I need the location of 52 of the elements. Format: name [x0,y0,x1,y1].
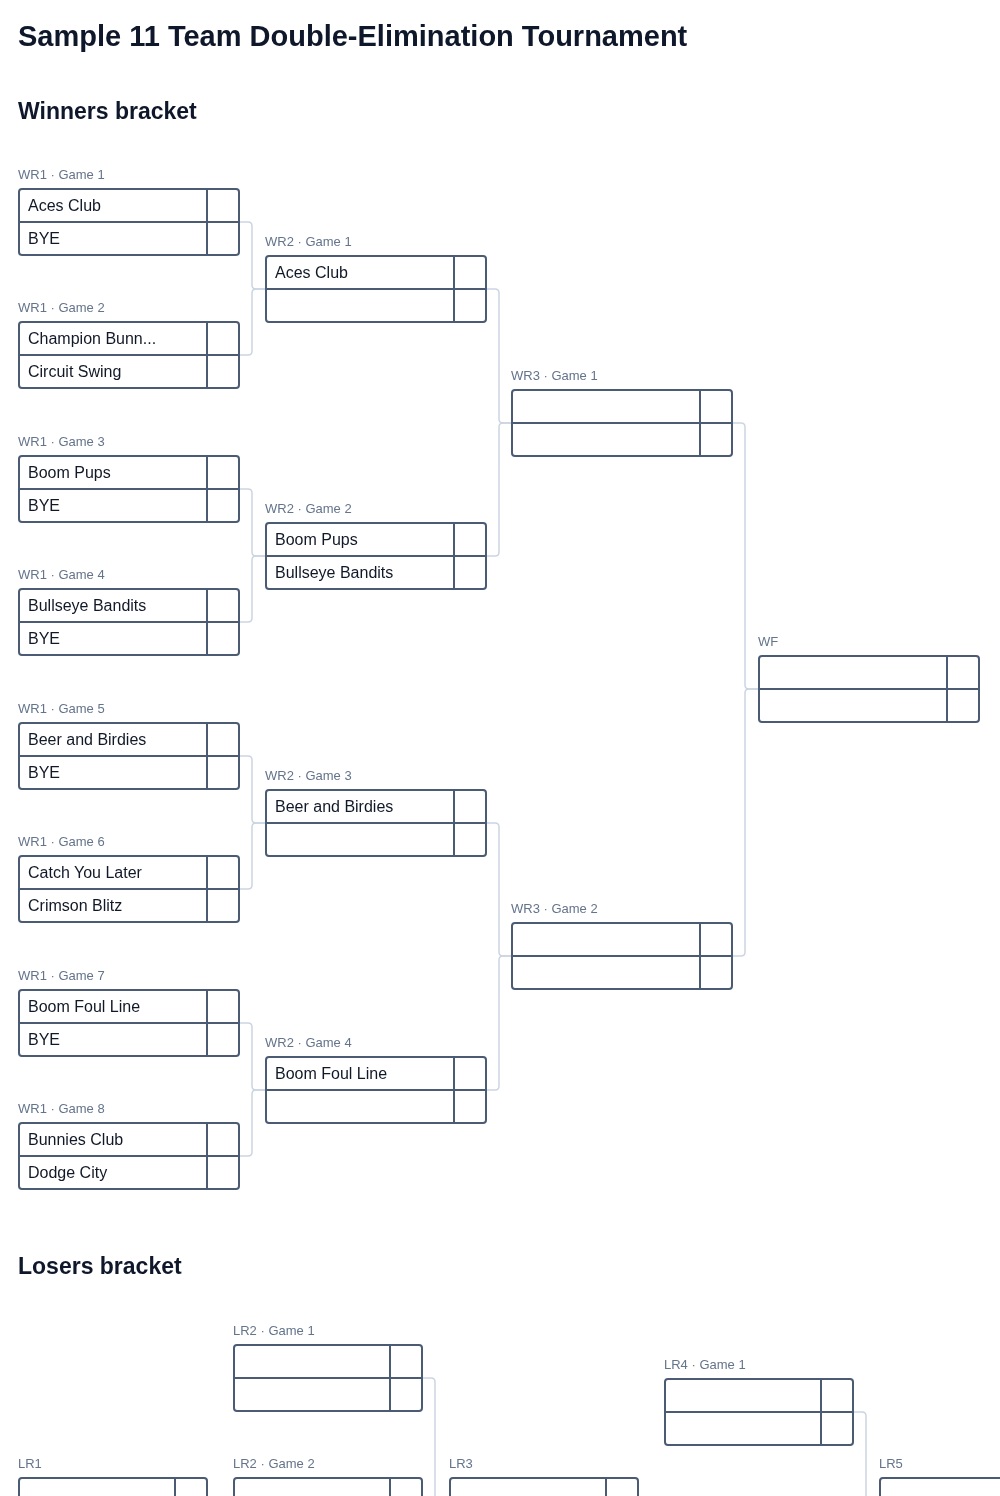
match-label: WR1 · Game 1 [18,168,106,184]
team-name: Boom Pups [274,530,359,549]
bracket-connector [239,1089,266,1157]
team-name: BYE [27,229,61,248]
team-name: Circuit Swing [27,362,123,381]
match-label: LR2 · Game 1 [233,1324,316,1340]
team-name: Crimson Blitz [27,896,124,915]
team-name: Bunnies Club [27,1130,125,1149]
team-name: Beer and Birdies [27,730,148,749]
team-name: Beer and Birdies [274,797,395,816]
match-label: LR4 · Game 1 [664,1358,747,1374]
team-name: Boom Pups [27,463,112,482]
team-name: Aces Club [274,263,349,282]
team-name: BYE [27,1030,61,1049]
team-name: Bullseye Bandits [274,563,395,582]
section-heading: Losers bracket [18,1253,182,1280]
match-label: WR1 · Game 3 [18,435,106,451]
match-label: LR5 [879,1457,904,1473]
team-name: Boom Foul Line [274,1064,389,1083]
match-label: WR1 · Game 4 [18,568,106,584]
match-label: WR1 · Game 2 [18,301,106,317]
match-label: WR1 · Game 5 [18,702,106,718]
team-name: Bullseye Bandits [27,596,148,615]
match-label: WR3 · Game 2 [511,902,599,918]
team-name: Dodge City [27,1163,109,1182]
match-label: WR1 · Game 7 [18,969,106,985]
match-label: WR2 · Game 2 [265,502,353,518]
team-name: BYE [27,763,61,782]
bracket-connector [239,822,266,890]
section-heading: Winners bracket [18,98,197,125]
bracket-connector [239,288,266,356]
team-name: BYE [27,496,61,515]
team-name: Champion Bunn... [27,329,158,348]
team-name: Boom Foul Line [27,997,142,1016]
page-title: Sample 11 Team Double-Elimination Tournament [18,20,688,53]
match-label: WF [758,635,780,651]
bracket-connector [732,688,759,957]
team-name: Catch You Later [27,863,143,882]
match-label: WR3 · Game 1 [511,369,599,385]
match-label: LR1 [18,1457,43,1473]
match-label: WR1 · Game 8 [18,1102,106,1118]
match-label: WR2 · Game 1 [265,235,353,251]
team-name: Aces Club [27,196,102,215]
match-label: WR1 · Game 6 [18,835,106,851]
match-label: WR2 · Game 4 [265,1036,353,1052]
bracket-connector [486,422,512,557]
match-label: LR3 [449,1457,474,1473]
team-name: BYE [27,629,61,648]
match-label: WR2 · Game 3 [265,769,353,785]
bracket-connector [239,555,266,623]
bracket-connector [486,955,512,1091]
match-label: LR2 · Game 2 [233,1457,316,1473]
